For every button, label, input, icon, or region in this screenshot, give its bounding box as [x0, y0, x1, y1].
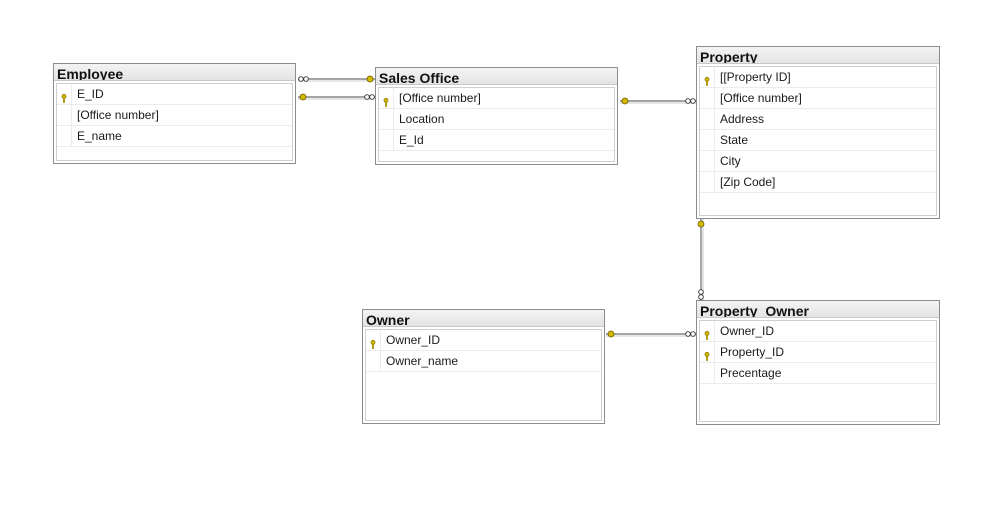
- primary-key-icon: [704, 326, 710, 340]
- primary-key-icon: [370, 335, 376, 349]
- column-name: E_name: [77, 129, 122, 143]
- column-row[interactable]: Address: [700, 109, 936, 130]
- column-name: Property_ID: [720, 345, 785, 359]
- row-selector: [57, 84, 72, 104]
- many-end-infinity-icon: [303, 76, 309, 82]
- one-end-key-icon: [366, 75, 374, 83]
- many-end-infinity-icon: [685, 331, 691, 337]
- many-end-infinity-icon: [298, 76, 304, 82]
- table-title: Property_Owner: [697, 301, 939, 318]
- column-name: City: [720, 154, 741, 168]
- column-row[interactable]: [Zip Code]: [700, 172, 936, 193]
- table-property-owner[interactable]: Property_Owner Owner_ID Property_ID Precen…: [696, 300, 940, 425]
- row-selector: [700, 363, 715, 383]
- column-row[interactable]: Property_ID: [700, 342, 936, 363]
- many-end-infinity-icon: [690, 98, 696, 104]
- row-selector: [57, 126, 72, 146]
- column-name: E_ID: [77, 87, 104, 101]
- column-name: [Office number]: [77, 108, 159, 122]
- many-end-infinity-icon: [364, 94, 370, 100]
- column-name: Address: [720, 112, 765, 126]
- column-row[interactable]: State: [700, 130, 936, 151]
- row-selector: [57, 105, 72, 125]
- row-selector: [700, 151, 715, 171]
- column-row[interactable]: [[Property ID]: [700, 67, 936, 88]
- many-end-infinity-icon: [698, 289, 704, 295]
- column-name: [Office number]: [399, 91, 481, 105]
- column-row[interactable]: City: [700, 151, 936, 172]
- many-end-infinity-icon: [369, 94, 375, 100]
- row-selector: [700, 88, 715, 108]
- row-selector: [700, 342, 715, 362]
- row-selector: [366, 351, 381, 371]
- column-row[interactable]: Owner_ID: [366, 330, 601, 351]
- column-row[interactable]: [Office number]: [57, 105, 292, 126]
- column-list: E_ID [Office number] E_name: [56, 83, 293, 161]
- row-selector: [700, 130, 715, 150]
- column-row[interactable]: [Office number]: [379, 88, 614, 109]
- one-end-key-icon: [299, 93, 307, 101]
- table-employee[interactable]: Employee E_ID [Office number] E_name: [53, 63, 296, 164]
- many-end-infinity-icon: [690, 331, 696, 337]
- row-selector: [379, 109, 394, 129]
- one-end-key-icon: [621, 97, 629, 105]
- column-name: State: [720, 133, 749, 147]
- column-row[interactable]: Owner_ID: [700, 321, 936, 342]
- primary-key-icon: [704, 347, 710, 361]
- one-end-key-icon: [607, 330, 615, 338]
- column-row[interactable]: E_name: [57, 126, 292, 147]
- primary-key-icon: [704, 72, 710, 86]
- table-title: Employee: [54, 64, 295, 81]
- column-name: [[Property ID]: [720, 70, 791, 84]
- column-name: [Office number]: [720, 91, 802, 105]
- column-row[interactable]: E_Id: [379, 130, 614, 151]
- row-selector: [700, 67, 715, 87]
- column-row[interactable]: Precentage: [700, 363, 936, 384]
- one-end-key-icon: [697, 220, 705, 228]
- table-title: Sales Office: [376, 68, 617, 85]
- table-title: Property: [697, 47, 939, 64]
- many-end-infinity-icon: [698, 294, 704, 300]
- row-selector: [700, 109, 715, 129]
- table-title: Owner: [363, 310, 604, 327]
- row-selector: [379, 88, 394, 108]
- column-list: Owner_ID Property_ID Precentage: [699, 320, 937, 422]
- row-selector: [379, 130, 394, 150]
- column-row[interactable]: [Office number]: [700, 88, 936, 109]
- column-list: Owner_ID Owner_name: [365, 329, 602, 421]
- row-selector: [700, 321, 715, 341]
- column-row[interactable]: Owner_name: [366, 351, 601, 372]
- row-selector: [700, 172, 715, 192]
- column-name: [Zip Code]: [720, 175, 776, 189]
- column-name: Location: [399, 112, 445, 126]
- table-owner[interactable]: Owner Owner_ID Owner_name: [362, 309, 605, 424]
- column-name: Owner_name: [386, 354, 459, 368]
- column-row[interactable]: E_ID: [57, 84, 292, 105]
- column-name: Owner_ID: [720, 324, 775, 338]
- table-property[interactable]: Property [[Property ID] [Office number] Ad…: [696, 46, 940, 219]
- primary-key-icon: [61, 89, 67, 103]
- row-selector: [366, 330, 381, 350]
- column-name: E_Id: [399, 133, 424, 147]
- column-name: Precentage: [720, 366, 782, 380]
- column-name: Owner_ID: [386, 333, 441, 347]
- many-end-infinity-icon: [685, 98, 691, 104]
- column-row[interactable]: Location: [379, 109, 614, 130]
- primary-key-icon: [383, 93, 389, 107]
